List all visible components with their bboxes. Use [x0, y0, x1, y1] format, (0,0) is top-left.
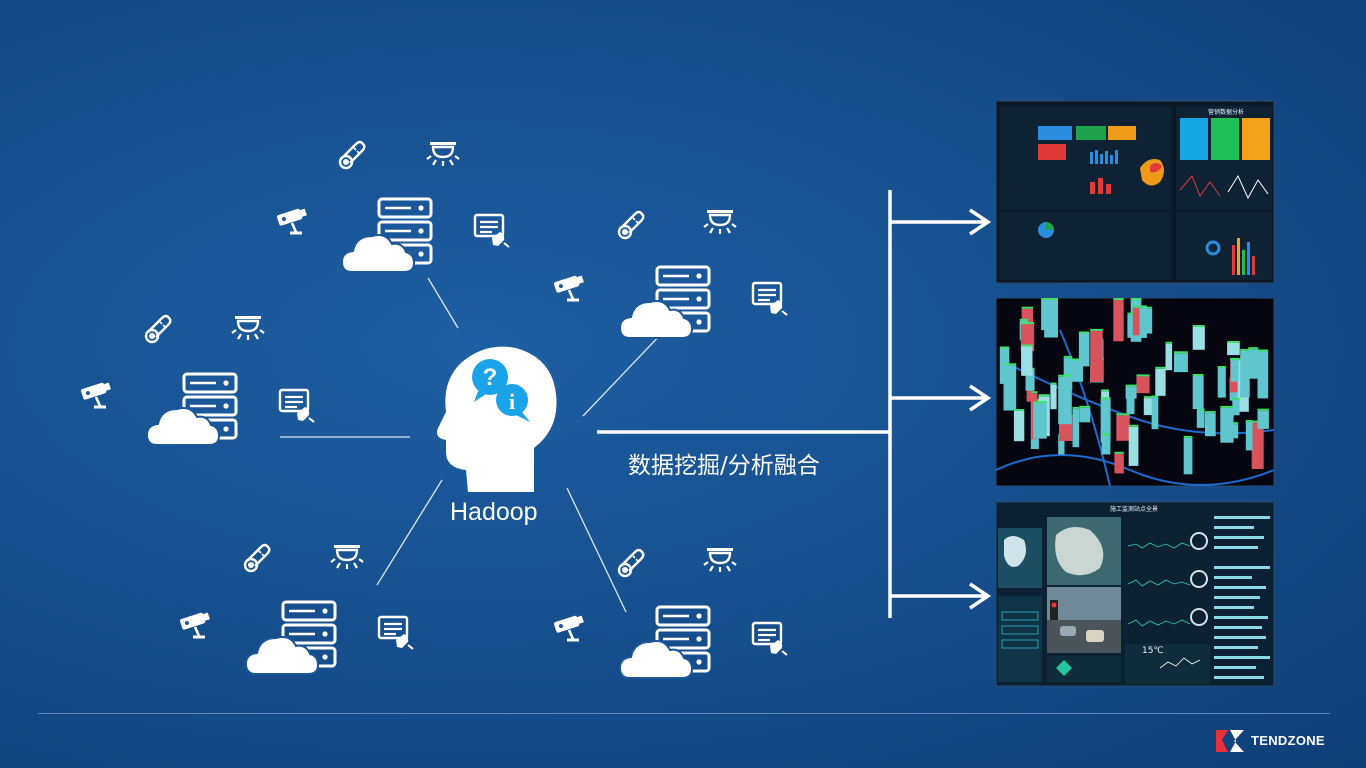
tendzone-logo-icon — [1216, 730, 1244, 752]
document-icon — [473, 213, 511, 249]
monitoring-temperature: 15℃ — [1142, 646, 1164, 656]
sprinkler-icon — [425, 140, 461, 168]
document-icon — [278, 388, 316, 424]
data-source-cluster — [79, 314, 316, 446]
sprinkler-icon — [702, 546, 738, 574]
hadoop-head-icon: ? i — [437, 346, 557, 492]
dashboard-panel — [995, 100, 1275, 284]
arrow-label: 数据挖掘/分析融合 — [628, 453, 820, 479]
thermometer-icon — [243, 543, 271, 573]
connector-lines — [280, 277, 664, 613]
data-source-cluster — [178, 543, 415, 675]
question-bubble-icon — [472, 359, 508, 395]
sprinkler-icon — [230, 314, 266, 342]
monitoring-panel — [995, 501, 1275, 687]
hadoop-label: Hadoop — [450, 498, 538, 526]
info-bubble-icon — [496, 384, 528, 416]
document-icon — [751, 281, 789, 317]
brand-name: TENDZONE — [1251, 733, 1325, 748]
sprinkler-icon — [702, 208, 738, 236]
data-source-cluster — [275, 140, 511, 273]
thermometer-icon — [617, 210, 645, 240]
thermometer-icon — [617, 548, 645, 578]
document-icon — [751, 621, 789, 657]
output-arrows — [597, 190, 992, 618]
data-source-cluster — [552, 546, 789, 679]
footer-divider — [38, 713, 1330, 714]
svg-text:i: i — [509, 389, 515, 414]
camera-icon — [552, 612, 587, 642]
camera-icon — [275, 205, 310, 235]
svg-text:?: ? — [483, 364, 498, 391]
city-3d-panel — [995, 297, 1275, 487]
camera-icon — [552, 272, 587, 302]
sprinkler-icon — [329, 543, 365, 571]
thermometer-icon — [144, 314, 172, 344]
thermometer-icon — [338, 140, 366, 170]
camera-icon — [79, 379, 114, 409]
camera-icon — [178, 609, 213, 639]
data-source-cluster — [552, 208, 789, 339]
monitoring-title: 施工监测站点全景 — [1110, 506, 1159, 513]
dashboard-title-right: 营销数据分析 — [1208, 109, 1245, 116]
document-icon — [377, 615, 415, 651]
